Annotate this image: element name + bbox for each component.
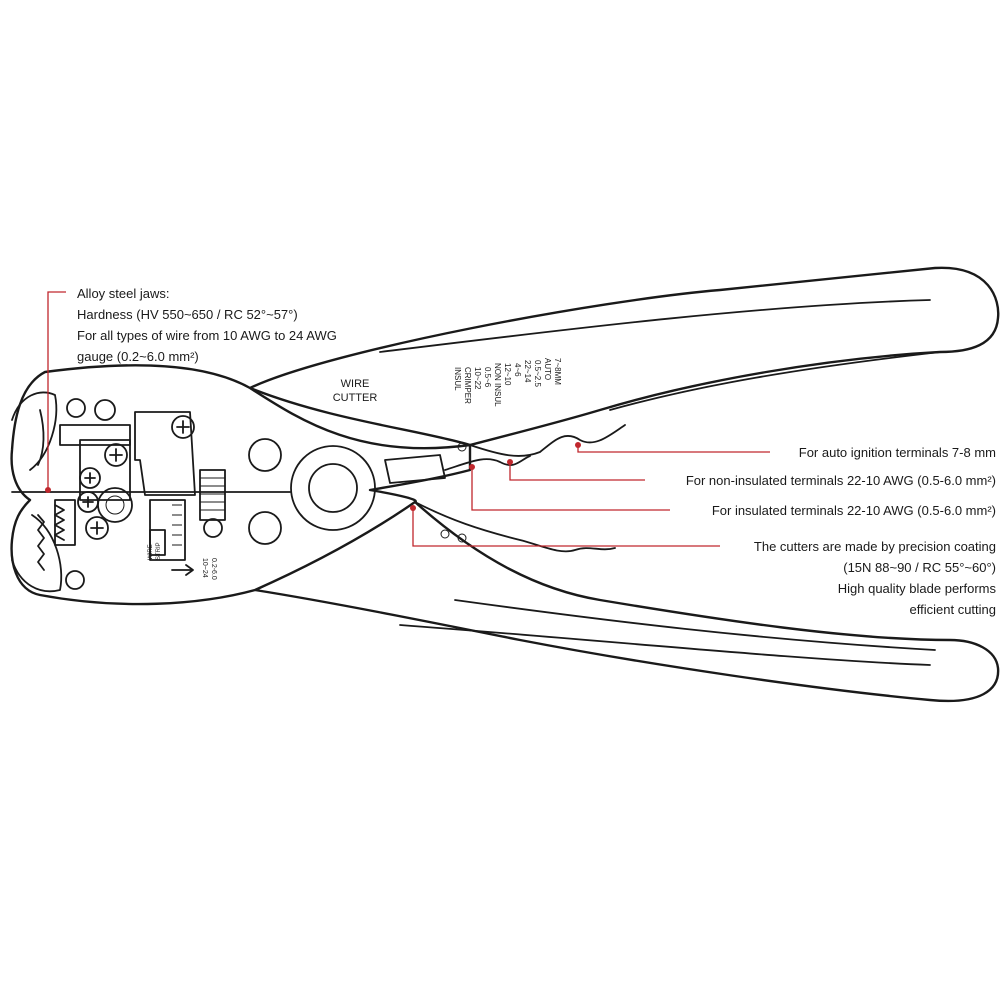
wire-strip-label-line: WIRE: [148, 544, 154, 560]
strip-range-line: 10~24: [201, 558, 208, 578]
callout-jaws-line: Hardness (HV 550~650 / RC 52°~57°): [77, 307, 298, 322]
crimper-scale-line: CRIMPER: [463, 367, 472, 404]
wire-cutter-label-line: WIRE: [341, 378, 370, 390]
callout-jaws-line: For all types of wire from 10 AWG to 24 …: [77, 328, 337, 343]
adjuster-knob: [97, 487, 133, 523]
leader-cutters: [412, 508, 720, 547]
crimper-scale-line: 12~10: [503, 363, 512, 386]
lower-handle: [253, 500, 1000, 703]
leader-dot-non-insulated: [507, 459, 513, 465]
screw-icon: [104, 443, 128, 467]
strip-range-line: 0.2-6.0: [210, 558, 217, 580]
wire-cutter-label-line: CUTTER: [333, 392, 378, 404]
wire-strip-label-line: STRIP: [156, 542, 162, 560]
leader-insulated: [471, 467, 670, 511]
callout-cutters-line: (15N 88~90 / RC 55°~60°): [843, 560, 996, 575]
crimper-scale-line: 22~14: [523, 360, 532, 383]
callout-jaws-line: Alloy steel jaws:: [77, 286, 169, 301]
crimper-scale-line: NON INSUL: [493, 363, 502, 407]
screw-icon: [85, 516, 109, 540]
screw-icon: [79, 467, 101, 489]
pivot-bolt: [290, 445, 376, 531]
tool-head: [10, 364, 472, 606]
leader-lines: [45, 291, 770, 547]
callout-cutters-line: The cutters are made by precision coatin…: [754, 539, 996, 554]
callout-auto-ignition: For auto ignition terminals 7-8 mm: [799, 445, 996, 460]
callout-non-insulated: For non-insulated terminals 22-10 AWG (0…: [686, 473, 996, 488]
screw-icon: [171, 415, 195, 439]
leader-non-insulated: [509, 462, 645, 481]
callout-jaws: Alloy steel jaws: Hardness (HV 550~650 /…: [77, 286, 337, 364]
wire-strip-label: WIRE STRIP: [148, 542, 162, 560]
callout-jaws-line: gauge (0.2~6.0 mm²): [77, 349, 199, 364]
callout-insulated: For insulated terminals 22-10 AWG (0.5-6…: [712, 503, 996, 518]
leader-dot-insulated: [469, 464, 475, 470]
crimper-scale-line: 0.5~2.5: [533, 360, 542, 387]
strip-range-label: 10~24 0.2-6.0: [201, 558, 217, 580]
callout-cutters-line: efficient cutting: [910, 602, 996, 617]
wire-cutter-label: WIRE CUTTER: [333, 378, 378, 404]
leader-auto-ignition: [577, 445, 770, 453]
upper-handle: [248, 266, 1000, 447]
crimper-scale-line: 7~8MM: [553, 358, 562, 385]
leader-dot-cutters: [410, 505, 416, 511]
crimper-scale-label: INSUL CRIMPER 10~22 0.5~6 NON INSUL 12~1…: [453, 358, 562, 407]
crimper-scale-line: 10~22: [473, 367, 482, 390]
crimper-scale-line: 0.5~6: [483, 367, 492, 388]
crimper-scale-line: INSUL: [453, 367, 462, 391]
leader-jaws: [47, 291, 66, 490]
callout-cutters-line: High quality blade performs: [838, 581, 997, 596]
leader-dot-auto-ignition: [575, 442, 581, 448]
leader-dot-jaws: [45, 487, 51, 493]
callout-cutters: The cutters are made by precision coatin…: [754, 539, 997, 617]
crimper-scale-line: 4~6: [513, 363, 522, 377]
crimper-scale-line: AUTO: [543, 358, 552, 380]
arrow-right-icon: [171, 564, 194, 576]
